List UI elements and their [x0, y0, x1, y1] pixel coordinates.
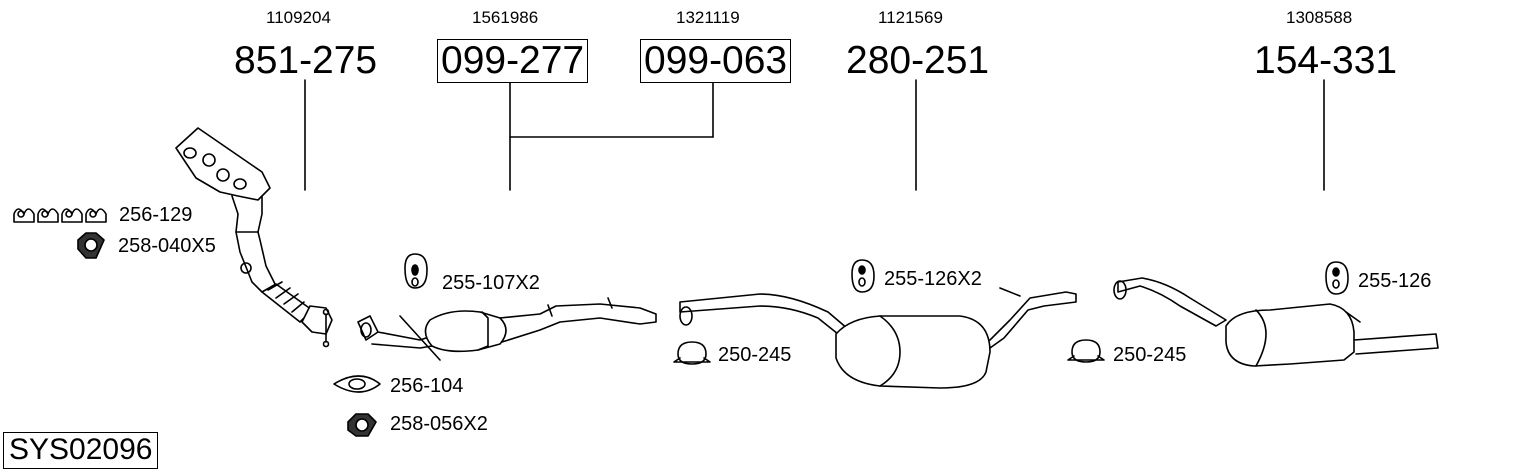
clamp-icon [673, 341, 711, 365]
center-silencer [679, 287, 1077, 389]
exhaust-manifold [175, 127, 333, 348]
oe-number: 1308588 [1286, 8, 1353, 27]
clamp-label[interactable]: 250-245 [1113, 344, 1187, 366]
clamp-label[interactable]: 250-245 [718, 344, 792, 366]
gasket-flange-icon [333, 375, 381, 393]
clamp-icon [1067, 339, 1105, 363]
rubber-hanger-icon [1325, 261, 1349, 295]
leader-lines [304, 79, 1325, 191]
hanger-label[interactable]: 255-107X2 [442, 272, 540, 294]
oe-number: 1121569 [878, 8, 943, 27]
gasket-set-icon [13, 208, 107, 223]
system-code: SYS02096 [3, 432, 159, 469]
nut-label[interactable]: 258-056X2 [390, 413, 488, 435]
hanger-label[interactable]: 255-126 [1358, 270, 1432, 292]
oe-number: 1321119 [676, 8, 740, 27]
rubber-hanger-icon [851, 259, 875, 293]
nut-label[interactable]: 258-040X5 [118, 235, 216, 257]
gasket-set-label[interactable]: 256-129 [119, 204, 193, 226]
oe-number: 1561986 [472, 8, 539, 27]
nut-icon [77, 232, 105, 259]
part-number-boxed[interactable]: 099-063 [640, 39, 792, 83]
catalytic-converter [357, 297, 657, 361]
part-number-boxed[interactable]: 099-277 [437, 39, 589, 83]
part-number[interactable]: 280-251 [846, 39, 990, 82]
oe-number: 1109204 [266, 8, 331, 27]
nut-icon [347, 413, 377, 437]
part-number[interactable]: 851-275 [234, 39, 378, 82]
rubber-hanger-icon [404, 253, 428, 289]
rear-silencer [1113, 277, 1439, 367]
hanger-label[interactable]: 255-126X2 [884, 268, 982, 290]
gasket-flange-label[interactable]: 256-104 [390, 375, 464, 397]
part-number[interactable]: 154-331 [1254, 39, 1398, 82]
